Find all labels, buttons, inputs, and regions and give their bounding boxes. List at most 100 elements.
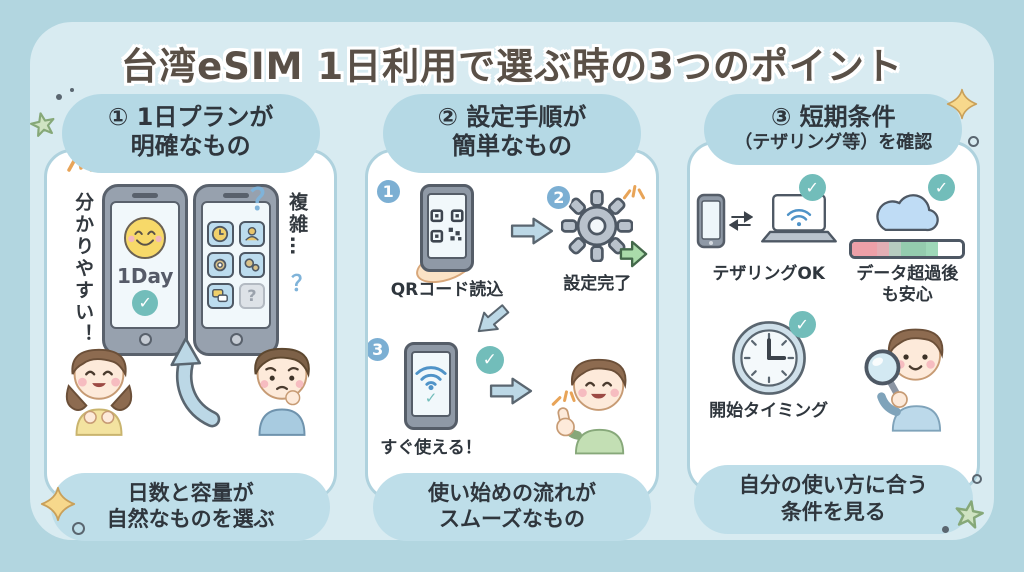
gears-app-icon — [238, 251, 266, 278]
confused-man-character — [254, 347, 311, 436]
arrow-right-icon — [489, 377, 532, 404]
check-icon: ✓ — [927, 174, 955, 202]
panel2-header-line1: ② 設定手順が — [437, 103, 587, 131]
small-phone-icon — [696, 193, 725, 249]
step3-number: 3 — [368, 335, 392, 363]
magnifier-boy-item — [844, 315, 971, 437]
panel2-header-line2: 簡単なもの — [451, 132, 572, 161]
check-icon: ✓ — [788, 311, 816, 338]
columns: ① 1日プランが 明確なもの 分かりやすい！ — [44, 94, 980, 542]
circle-decoration — [72, 522, 85, 535]
panel2-footer-line1: 使い始めの流れが — [427, 480, 596, 505]
panel2-footer: 使い始めの流れが スムーズなもの — [372, 472, 652, 542]
check-icon: ✓ — [132, 289, 159, 316]
tethering-item: ✓ テザリングOK — [696, 174, 842, 305]
sparkle-icon — [40, 486, 76, 522]
complex-caption: 複雑… — [286, 191, 309, 258]
app-grid: ? — [205, 219, 267, 311]
gear-icon — [560, 189, 634, 262]
steps-row-1: 1 QRコード — [374, 177, 649, 300]
clock-app-icon — [207, 220, 234, 247]
panel2-header: ② 設定手順が 簡単なもの — [382, 94, 642, 173]
panel-short-term-conditions: ③ 短期条件 （テザリング等）を確認 ✓ — [686, 94, 980, 541]
data-usage-bar — [849, 239, 966, 260]
panel2-card: 1 QRコード — [365, 148, 659, 501]
panel3-header: ③ 短期条件 （テザリング等）を確認 — [704, 94, 963, 166]
dot-decoration — [70, 88, 74, 92]
check-icon: ✓ — [798, 174, 826, 202]
check-icon: ✓ — [424, 389, 438, 408]
star-icon — [30, 112, 55, 137]
tethering-illustration — [696, 178, 842, 264]
step3-label: すぐ使える！ — [380, 437, 482, 458]
curved-arrow-icon — [170, 336, 220, 427]
panel1-people — [53, 326, 328, 436]
chat-app-icon — [207, 282, 234, 309]
cloud-icon — [876, 194, 940, 232]
complex-phone-screen: ? — [201, 200, 272, 329]
step1-label: QRコード読込 — [390, 279, 504, 300]
panel1-footer-line2: 自然なものを選ぶ — [106, 506, 275, 531]
panel3-grid: ✓ テザリングOK — [696, 174, 971, 437]
qr-code-icon — [430, 208, 464, 243]
laptop-wifi-icon — [760, 194, 837, 243]
panel3-card: ✓ テザリングOK — [686, 141, 980, 494]
thumbs-up-boy-character — [551, 358, 627, 454]
panel1-header-line1: ① 1日プランが — [107, 103, 274, 131]
emphasis-ticks-icon — [623, 184, 646, 199]
panel2-footer-line2: スムーズなもの — [439, 506, 585, 531]
wifi-phone-illustration: ✓ — [403, 341, 458, 430]
data-cloud-illustration — [844, 178, 971, 264]
step2-label: 設定完了 — [563, 273, 632, 294]
panel1-header-line2: 明確なもの — [130, 132, 251, 161]
small-green-arrow-icon — [620, 240, 648, 267]
panel1-scene: 分かりやすい！ 1Day ✓ — [53, 183, 328, 356]
qr-phone-illustration — [411, 183, 479, 290]
data-overage-label-line1: データ超過後 — [856, 264, 959, 285]
panel1-card: 分かりやすい！ 1Day ✓ — [44, 148, 338, 501]
panel1-header: ① 1日プランが 明確なもの — [61, 94, 320, 173]
magnifier-boy-character — [864, 328, 944, 432]
simple-phone-illustration: 1Day ✓ — [102, 183, 189, 356]
data-overage-item: ✓ データ超過後 — [844, 174, 971, 305]
phone-notch — [132, 192, 159, 198]
clock-icon — [731, 321, 806, 395]
circle-decoration — [968, 136, 979, 147]
panel3-header-line2: （テザリング等）を確認 — [734, 132, 933, 154]
start-timing-label: 開始タイミング — [709, 401, 829, 421]
main-container: 台湾eSIM 1日利用で選ぶ時の3つのポイント ① 1日プランが 明確なもの 分… — [30, 22, 994, 542]
panel1-footer-line1: 日数と容量が — [127, 480, 254, 505]
exchange-arrows-icon — [728, 211, 753, 232]
tethering-label: テザリングOK — [712, 264, 825, 285]
easy-caption: 分かりやすい！ — [72, 191, 95, 346]
phone-home-button — [229, 332, 243, 346]
data-overage-label-line2: も安心 — [881, 284, 933, 305]
check-icon: ✓ — [475, 345, 504, 374]
panel1-footer: 日数と容量が 自然なものを選ぶ — [51, 472, 330, 542]
panel3-footer-line1: 自分の使い方に合う — [738, 473, 928, 498]
oneday-label: 1Day — [116, 263, 174, 288]
question-mark: ？ — [291, 271, 314, 297]
smiley-icon — [124, 216, 167, 259]
simple-phone-screen: 1Day ✓ — [110, 200, 181, 329]
dot-decoration — [56, 94, 62, 100]
step2-number: 2 — [545, 183, 573, 211]
steps-row-2: 3 ✓ ✓ すぐ使える — [368, 335, 649, 458]
arrow-down-left-icon — [477, 303, 510, 332]
data-overage-label: データ超過後 も安心 — [844, 264, 971, 305]
wifi-icon — [415, 366, 447, 391]
step1-number: 1 — [374, 177, 402, 205]
panel-1day-plan: ① 1日プランが 明確なもの 分かりやすい！ — [44, 94, 338, 542]
circle-decoration — [972, 474, 982, 484]
person-app-icon — [238, 220, 266, 247]
step-qr-scan: 1 QRコード — [374, 177, 504, 300]
panel3-footer: 自分の使い方に合う 条件を見る — [693, 465, 973, 535]
step-ready-to-use: 3 ✓ ✓ すぐ使える — [368, 335, 504, 458]
phone-home-button — [138, 332, 152, 346]
arrow-right-icon — [511, 217, 554, 244]
complex-phone-illustration: ？ ? — [193, 183, 280, 356]
phone-notch — [223, 192, 250, 198]
step-setup-done: 2 — [545, 183, 648, 294]
sparkle-icon — [946, 88, 978, 120]
